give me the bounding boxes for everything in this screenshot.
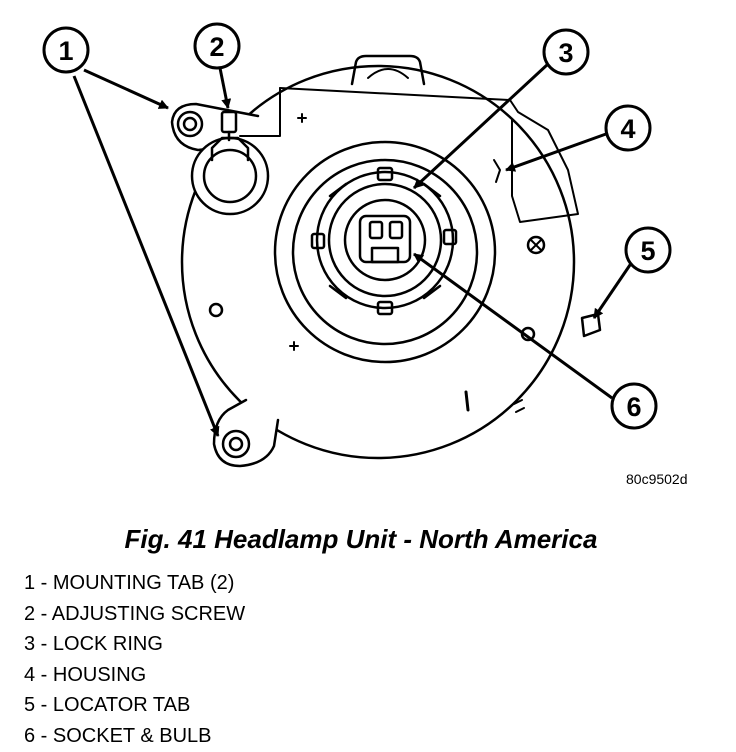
figure-caption: Fig. 41 Headlamp Unit - North America <box>124 524 598 554</box>
leader-1b <box>72 75 220 437</box>
legend-item: 5 - LOCATOR TAB <box>24 694 191 716</box>
leader-5 <box>592 261 634 319</box>
mounting-tab-lower <box>212 398 280 468</box>
legend-list: 1 - MOUNTING TAB (2) 2 - ADJUSTING SCREW… <box>24 568 245 751</box>
top-bracket <box>350 54 426 86</box>
callout-1: 1 <box>58 36 73 66</box>
leader-1a <box>83 68 169 110</box>
legend-item: 4 - HOUSING <box>24 663 147 686</box>
legend-item: 6 - SOCKET & BULB <box>24 724 212 747</box>
leader-6 <box>413 252 613 400</box>
callout-3: 3 <box>558 38 573 68</box>
callout-4-circle <box>604 104 652 152</box>
callout-5-circle <box>624 226 672 274</box>
leader-3 <box>412 62 550 190</box>
leader-4 <box>505 132 607 172</box>
lock-ring <box>315 170 455 310</box>
socket-bulb <box>343 198 427 282</box>
legend-item: 1 - MOUNTING TAB (2) <box>24 572 235 594</box>
headlamp-diagram: 1 2 3 4 5 6 <box>42 22 672 468</box>
callout-5: 5 <box>640 236 655 266</box>
callout-1-circle <box>42 26 90 74</box>
callout-6-circle <box>610 382 658 430</box>
image-id: 80c9502d <box>626 471 688 487</box>
callout-4: 4 <box>620 114 635 144</box>
callout-2: 2 <box>209 32 224 62</box>
leader-2 <box>218 67 232 109</box>
callout-3-circle <box>542 28 590 76</box>
legend-item: 2 - ADJUSTING SCREW <box>24 602 246 625</box>
callout-2-circle <box>193 22 241 70</box>
legend-item: 3 - LOCK RING <box>24 633 163 655</box>
callout-6: 6 <box>626 392 641 422</box>
